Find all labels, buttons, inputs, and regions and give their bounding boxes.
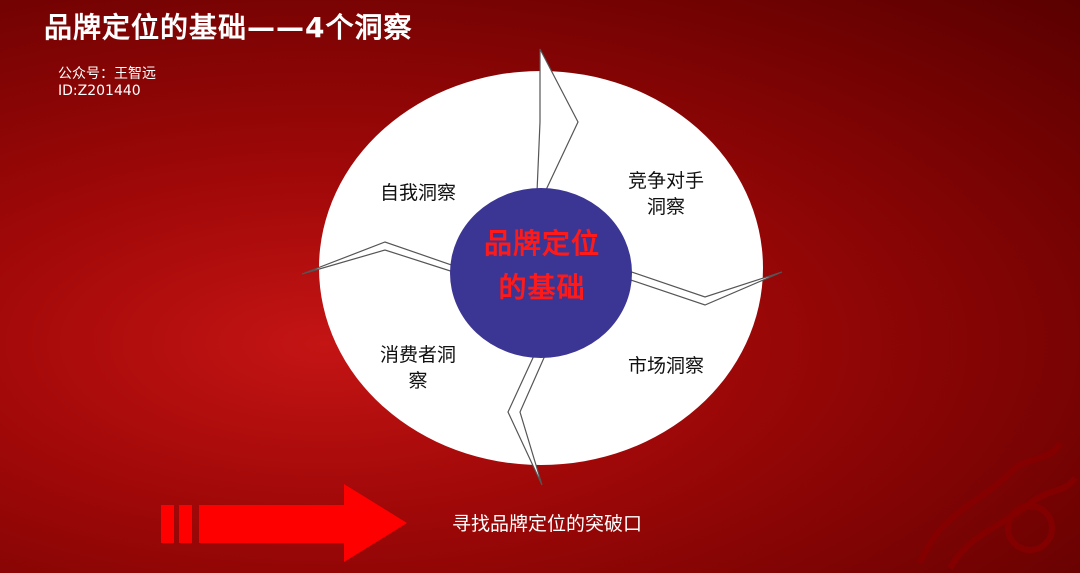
account-id: ID:Z201440 [58, 83, 141, 99]
consumer-insight-line2: 察 [408, 370, 428, 392]
highlight-arrow [161, 484, 407, 562]
account-info: 公众号：王智远 ID:Z201440 [58, 66, 156, 100]
market-insight-label: 市场洞察 [627, 355, 704, 377]
competitor-insight-line1: 竞争对手 [627, 170, 704, 192]
watermark-decoration [917, 441, 1078, 570]
account-name: 公众号：王智远 [58, 66, 156, 82]
center-label-line1: 品牌定位 [483, 227, 600, 260]
consumer-insight-label: 消费者洞 察 [368, 342, 468, 394]
page-title: 品牌定位的基础——4个洞察 [44, 11, 413, 44]
consumer-insight-line1: 消费者洞 [379, 344, 456, 366]
center-label: 品牌定位 的基础 [452, 222, 632, 310]
competitor-insight-label: 竞争对手 洞察 [620, 168, 712, 220]
center-label-line2: 的基础 [498, 271, 586, 304]
breakthrough-text: 寻找品牌定位的突破口 [452, 513, 643, 535]
competitor-insight-line2: 洞察 [646, 196, 685, 218]
center-circle [450, 188, 632, 358]
self-insight-label: 自我洞察 [379, 182, 456, 204]
